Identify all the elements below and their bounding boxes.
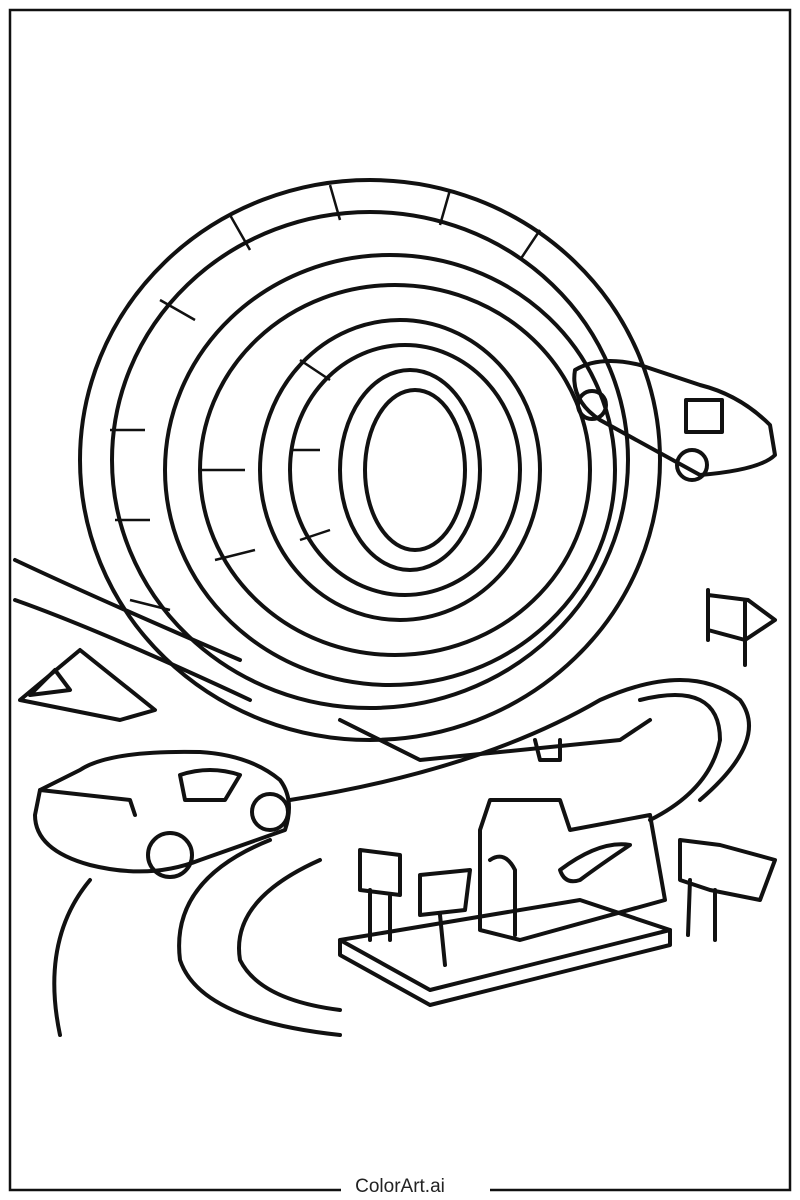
ramp [18,648,157,722]
road [13,558,751,1037]
start-gate [338,798,672,1007]
car-on-loop [572,359,777,482]
loop-track [78,178,662,762]
watermark-footer: ColorArt.ai [0,1176,800,1198]
page-frame [8,8,792,1192]
sports-car [33,749,291,879]
checkered-flags [358,588,777,967]
watermark-text: ColorArt.ai [341,1176,459,1197]
